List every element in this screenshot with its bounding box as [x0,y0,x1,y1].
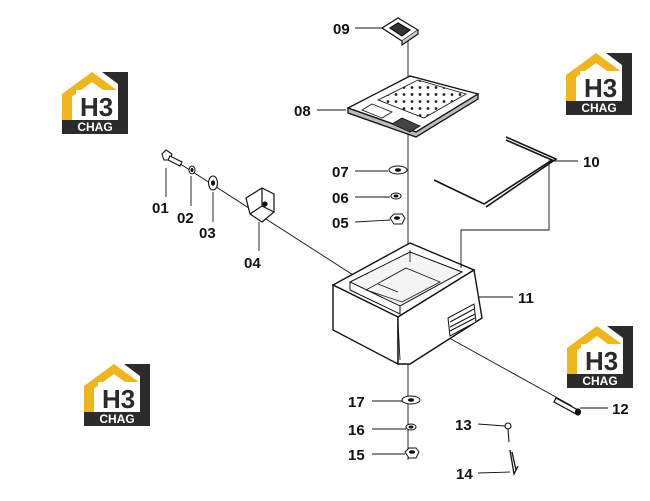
callout-07: 07 [332,164,349,181]
part-03-flat-washer [207,175,219,191]
part-10-seal-frame [433,136,558,208]
part-04-bracket [245,187,275,223]
callout-12: 12 [612,401,629,418]
brand-logo-top-right: H3 CHAG [566,53,632,115]
part-17-washer [401,395,421,405]
logo-wordmark-text: CHAG [99,412,134,426]
callout-04: 04 [244,255,261,272]
logo-wordmark-text: CHAG [582,374,617,388]
part-15-nut [404,447,420,459]
logo-mark-text: H3 [585,346,618,376]
logo-mark-text: H3 [80,92,113,122]
part-12-pin [553,397,582,416]
callout-14: 14 [456,466,473,483]
brand-logo-bottom-left: H3 CHAG [84,364,150,426]
part-16-lock-washer [405,423,417,431]
callout-labels: 09 08 07 06 05 10 11 01 02 03 04 17 16 1… [152,21,629,483]
callout-09: 09 [333,21,350,38]
callout-11: 11 [518,290,534,307]
part-05-nut [389,213,406,225]
part-11-box-housing [331,242,483,366]
part-14-spring-pin [509,449,519,477]
callout-06: 06 [332,190,349,207]
callout-15: 15 [348,447,365,464]
callout-03: 03 [199,225,216,242]
part-01-bolt [161,149,183,167]
callout-16: 16 [348,422,365,439]
logo-mark-text: H3 [584,73,617,103]
callout-05: 05 [332,215,349,232]
part-07-washer [388,165,408,175]
callout-02: 02 [177,210,194,227]
callout-13: 13 [455,417,472,434]
part-13-clip [504,422,512,443]
brand-logo-middle-right: H3 CHAG [567,326,633,388]
part-08-top-panel [346,75,480,138]
part-02-washer [188,165,196,175]
part-09-cover-cap [380,17,420,47]
logo-wordmark-text: CHAG [581,101,616,115]
callout-10: 10 [583,154,600,171]
callout-08: 08 [294,103,311,120]
brand-logo-top-left: H3 CHAG [62,72,128,134]
callout-17: 17 [348,394,365,411]
logo-mark-text: H3 [102,384,135,414]
leader-lines [165,27,608,474]
part-06-lock-washer [390,192,402,200]
callout-01: 01 [152,200,169,217]
logo-wordmark-text: CHAG [77,120,112,134]
box-vent-grille [447,303,477,337]
